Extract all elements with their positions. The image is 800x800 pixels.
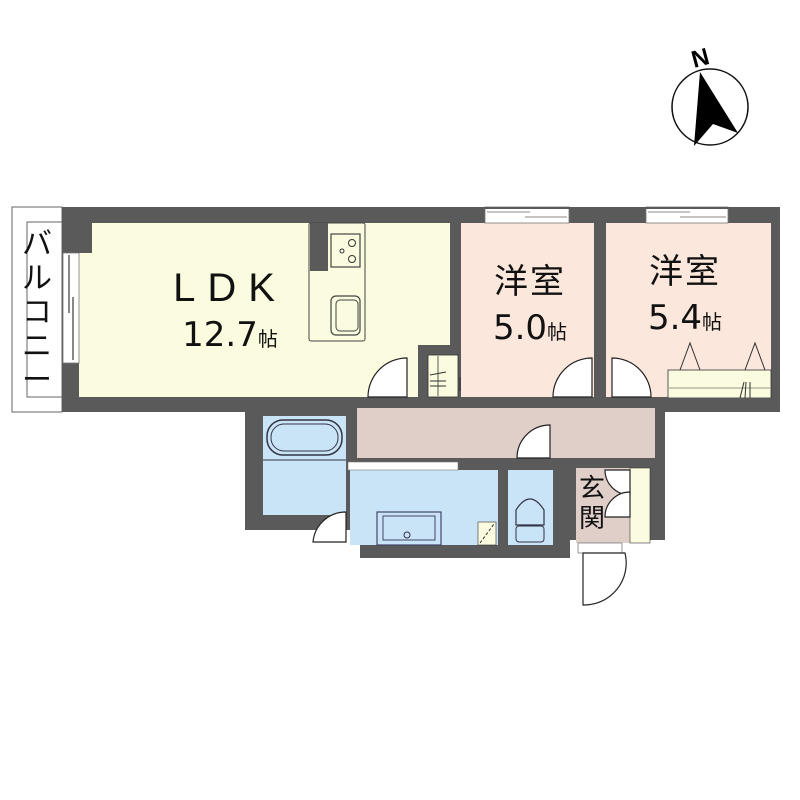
western-room-2-size: 5.4 [647,298,703,338]
stove-icon [330,233,361,268]
ldk-label: LDK 12.7帖 [120,268,340,352]
room-bathroom [263,416,346,515]
western-room-2-label: 洋室 5.4帖 [625,255,745,335]
doors [312,357,652,606]
balcony-label: バルコニー [22,227,52,398]
western-room-1-size: 5.0 [492,308,548,348]
sink-icon [330,295,361,336]
room-toilet [508,470,553,545]
entrance-label: 玄関 [578,474,605,534]
room-washroom [350,470,498,545]
western-room-1-name: 洋室 [494,262,566,302]
western-room-1-label: 洋室 5.0帖 [470,265,590,345]
ldk-size: 12.7 [182,315,258,355]
bathtub-icon [266,419,343,456]
north-arrow-icon: N [671,43,749,146]
western-room-1-unit: 帖 [547,320,568,344]
balcony [11,206,63,413]
toilet-icon [515,498,545,526]
svg-text:N: N [689,43,713,74]
western-room-2-unit: 帖 [702,310,723,334]
western-room-2-name: 洋室 [649,252,721,292]
ldk-unit: 帖 [257,327,278,351]
ldk-name: LDK [173,266,287,310]
room-hallway [357,408,655,458]
